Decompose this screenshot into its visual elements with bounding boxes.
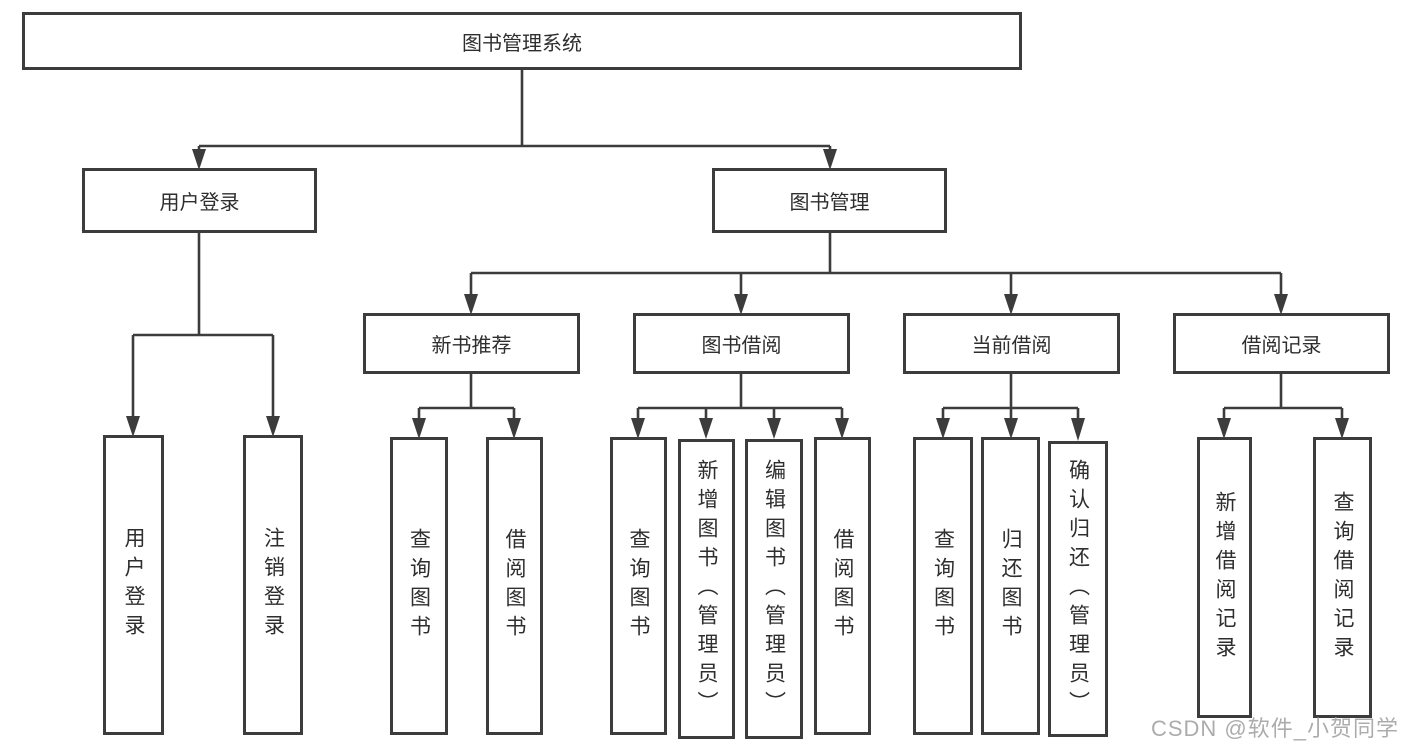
node-user-login-branch: 用户登录 — [82, 168, 317, 233]
node-label: 图书借阅 — [701, 335, 782, 357]
arrowhead — [1274, 294, 1288, 315]
node-label: 注销登录 — [261, 527, 285, 643]
node-label: 借阅记录 — [1241, 335, 1322, 357]
node-borrowing-records: 借阅记录 — [1173, 313, 1390, 374]
arrowhead — [936, 418, 950, 439]
arrowhead — [734, 294, 748, 315]
arrowhead — [1335, 418, 1349, 439]
node-label: 借阅图书 — [831, 528, 854, 644]
node-label: 查询图书 — [931, 528, 955, 644]
leaf-logout: 注销登录 — [243, 435, 303, 735]
node-label: 图书管理 — [789, 192, 870, 214]
node-label: 新书推荐 — [431, 335, 512, 357]
node-current-borrowing: 当前借阅 — [903, 313, 1120, 374]
node-label: 图书管理系统 — [462, 32, 582, 55]
node-book-borrowing: 图书借阅 — [633, 313, 850, 374]
node-label: 新增图书（管理员） — [695, 458, 718, 720]
leaf-user-login: 用户登录 — [103, 435, 164, 735]
node-label: 当前借阅 — [971, 335, 1052, 357]
arrowhead — [835, 418, 849, 439]
leaf-borrow-query-books: 查询图书 — [610, 437, 667, 735]
arrowhead — [767, 418, 781, 439]
arrowhead — [1071, 418, 1085, 441]
leaf-borrow-edit-books-admin: 编辑图书（管理员） — [745, 439, 803, 739]
node-label: 查询借阅记录 — [1331, 490, 1354, 665]
node-label: 编辑图书（管理员） — [762, 458, 786, 720]
arrowhead — [192, 149, 206, 170]
leaf-records-add-record: 新增借阅记录 — [1197, 437, 1252, 718]
arrowhead — [823, 149, 837, 170]
node-root-system: 图书管理系统 — [22, 12, 1022, 70]
leaf-current-confirm-return-admin: 确认归还（管理员） — [1048, 441, 1108, 737]
leaf-borrow-add-books-admin: 新增图书（管理员） — [678, 439, 735, 739]
node-label: 查询图书 — [627, 528, 650, 644]
arrowhead — [412, 418, 426, 439]
leaf-newbook-borrow-books: 借阅图书 — [486, 437, 543, 735]
leaf-newbook-query-books: 查询图书 — [390, 437, 448, 735]
node-label: 借阅图书 — [503, 528, 526, 644]
node-label: 用户登录 — [159, 192, 240, 214]
arrowhead — [507, 418, 521, 439]
arrowhead — [1004, 418, 1018, 439]
arrowhead — [631, 418, 645, 439]
node-book-management: 图书管理 — [712, 168, 947, 233]
leaf-current-query-books: 查询图书 — [913, 437, 973, 735]
node-new-book-recommend: 新书推荐 — [363, 313, 580, 374]
arrowhead — [699, 418, 713, 439]
node-label: 查询图书 — [407, 528, 431, 644]
arrowhead — [464, 294, 478, 315]
leaf-records-query-record: 查询借阅记录 — [1313, 437, 1372, 718]
leaf-current-return-books: 归还图书 — [981, 437, 1040, 735]
node-label: 用户登录 — [122, 527, 145, 643]
arrowhead — [1004, 294, 1018, 315]
node-label: 确认归还（管理员） — [1066, 458, 1090, 720]
arrowhead — [126, 416, 140, 437]
node-label: 新增借阅记录 — [1213, 490, 1236, 665]
leaf-borrow-borrow-books: 借阅图书 — [814, 437, 871, 735]
csdn-watermark: CSDN @软件_小贺同学 — [1150, 716, 1399, 741]
node-label: 归还图书 — [999, 528, 1022, 644]
arrowhead — [266, 416, 280, 437]
arrowhead — [1217, 418, 1231, 439]
